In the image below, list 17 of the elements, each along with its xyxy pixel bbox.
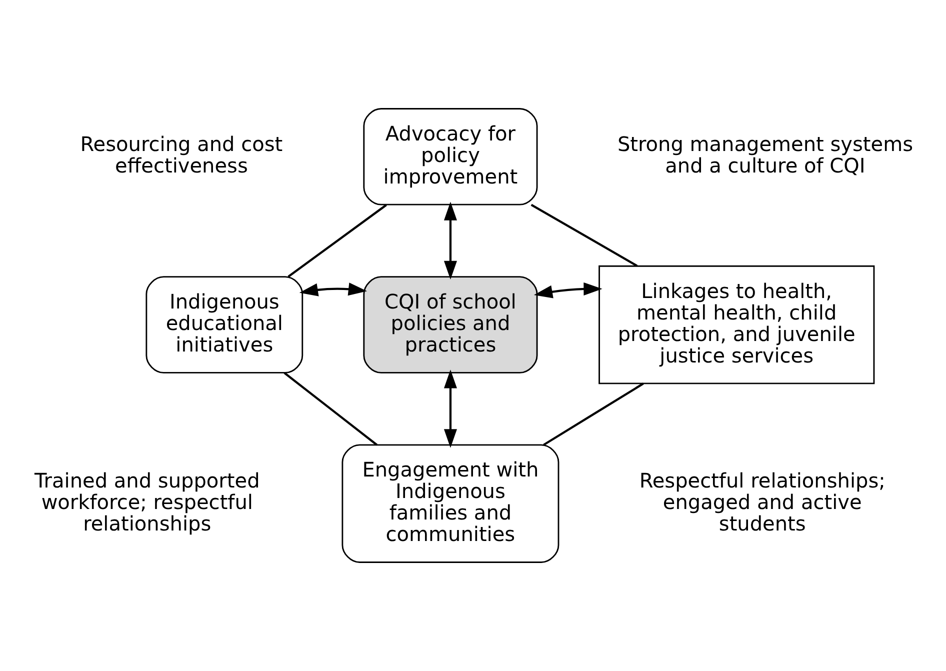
node-box: Engagement with Indigenous families and communities: [342, 444, 560, 563]
arrow: [534, 282, 602, 298]
label: Respectful relationships; engaged and active students: [639, 468, 886, 536]
node-box: CQI of school policies and practices: [363, 276, 538, 374]
node-box: Advocacy for policy improvement: [363, 108, 538, 206]
label: Strong management systems and a culture of CQI: [617, 132, 914, 178]
arrow: [444, 370, 457, 448]
label: Resourcing and cost effectiveness: [80, 132, 283, 178]
node-box: Indigenous educational initiatives: [146, 276, 304, 374]
connector: [288, 204, 387, 278]
arrow: [299, 282, 368, 296]
connector: [530, 204, 638, 267]
connector: [543, 382, 644, 446]
label: Trained and supported workforce; respectful relationships: [34, 468, 260, 536]
connector: [284, 372, 378, 446]
arrow: [444, 202, 457, 280]
node-box: Linkages to health, mental health, child protection, and juvenile justice services: [598, 265, 875, 384]
